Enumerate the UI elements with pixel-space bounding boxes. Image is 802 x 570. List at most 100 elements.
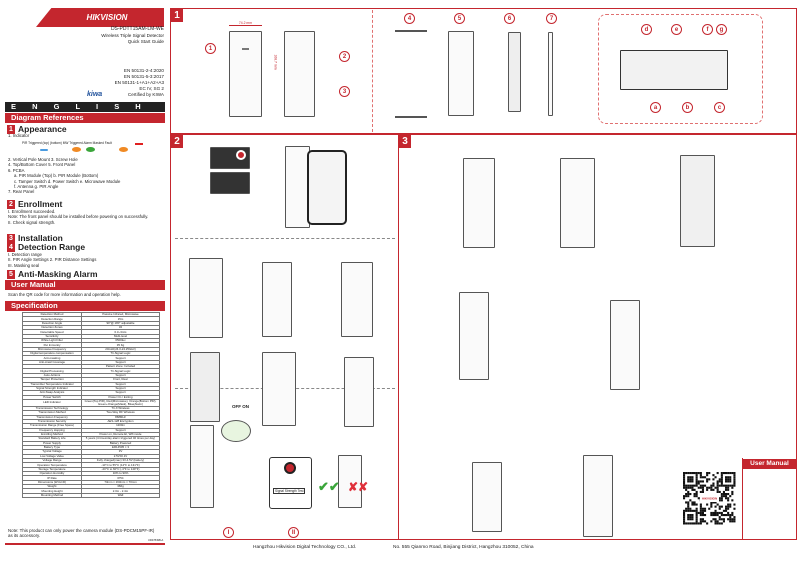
red-led-icon — [135, 143, 143, 145]
dimension-height: 168.7 mm — [273, 54, 278, 70]
note: Note: This product can only power the ca… — [8, 528, 155, 539]
bottom-cover — [395, 116, 427, 118]
pcba-board — [620, 50, 728, 90]
roman-label: I — [223, 527, 234, 538]
callout: b — [682, 102, 693, 113]
callout: c — [714, 102, 725, 113]
qr-panel — [742, 458, 797, 540]
callout: 3 — [339, 86, 350, 97]
doc-type: Quick Start Guide — [127, 39, 164, 44]
install-step — [190, 352, 220, 422]
install-step — [262, 352, 296, 426]
callout: 6 — [504, 13, 515, 24]
footer-address: No. 555 Qianmo Road, Binjiang District, … — [393, 545, 534, 550]
indicator-legend: PIR Triggered (top) (bottom) MW Triggere… — [22, 141, 112, 145]
divider — [5, 543, 165, 545]
install-step — [459, 292, 489, 380]
install-step — [463, 158, 495, 248]
user-manual-text: Scan the QR code for more information an… — [8, 292, 121, 297]
enrollment-text: I. Enrollment succeeded.Note: The front … — [8, 209, 149, 225]
install-step — [472, 462, 502, 532]
product-name: Wireless Triple Signal Detector — [101, 33, 164, 38]
hikvision-logo: HIKVISION — [36, 8, 164, 27]
check-icons: ✔✔ — [318, 479, 340, 494]
specification-bar: Specification — [5, 301, 165, 311]
diagram-references-bar: Diagram References — [5, 113, 165, 123]
install-step — [583, 455, 613, 537]
callout: 4 — [404, 13, 415, 24]
qr-code-icon[interactable]: HIKVISION — [683, 472, 737, 528]
callout: a — [650, 102, 661, 113]
panel-1 — [170, 8, 797, 134]
spec-value: Wall — [81, 492, 160, 499]
install-step — [189, 258, 223, 338]
callout: 5 — [454, 13, 465, 24]
top-cover — [395, 30, 427, 32]
svg-text:HIKVISION: HIKVISION — [702, 497, 717, 501]
orange-led-icon — [72, 147, 81, 152]
standard: EN 50131-1+A1+A2+A3 — [114, 80, 164, 85]
detector-front — [229, 31, 262, 117]
callout: 1 — [205, 43, 216, 54]
roman-label: II — [288, 527, 299, 538]
panel-number: 2 — [171, 135, 183, 148]
detector-rear — [284, 31, 315, 117]
user-manual-bar: User Manual — [5, 280, 165, 290]
device-power — [210, 172, 250, 194]
install-step — [344, 357, 374, 427]
panel-number: 3 — [399, 135, 411, 148]
pcba-detail — [598, 14, 763, 124]
standard: EN 50131-5-3:2017 — [123, 74, 164, 79]
install-step — [560, 158, 595, 248]
off-on-switch: OFF ON — [232, 404, 249, 409]
certified: Certified by KIWA — [127, 92, 164, 97]
green-led-icon — [86, 147, 95, 152]
fault-led-icon — [119, 147, 128, 152]
callout: e — [671, 24, 682, 35]
standard: EC IV, SG 2 — [139, 86, 164, 91]
install-step — [341, 262, 373, 337]
panel-number: 1 — [171, 9, 183, 22]
front-panel — [448, 31, 474, 116]
kiwa-logo: kiwa — [87, 91, 103, 98]
language-bar: E N G L I S H — [5, 102, 165, 112]
footer-company: Hangzhou Hikvision Digital Technology CO… — [253, 545, 357, 550]
detector-rear — [285, 146, 310, 228]
spec-value: Power On / Exiting — [81, 394, 160, 400]
qr-panel-title: User Manual — [742, 459, 797, 469]
callout: g — [716, 24, 727, 35]
callout: 2 — [339, 51, 350, 62]
signal-strength-test: Signal Strength Test — [273, 488, 306, 494]
divider — [372, 10, 373, 132]
spec-label: Mounting Method — [22, 492, 82, 499]
install-step — [680, 155, 715, 247]
divider — [175, 238, 395, 239]
signal-detector — [338, 455, 362, 508]
model: DS-PDTT15AM-LM-WE — [110, 26, 164, 32]
button-icon — [284, 462, 296, 474]
enroll-device — [190, 425, 214, 508]
phone-qr-icon — [307, 150, 347, 225]
indicator-icon — [242, 48, 249, 50]
doc-code: UD07849B-A — [148, 539, 164, 542]
rear-panel — [548, 32, 553, 116]
text-line: 1. Indicator — [8, 133, 30, 138]
blue-led-icon — [40, 149, 48, 151]
install-step — [610, 300, 640, 390]
callout: d — [641, 24, 652, 35]
dimension-width: 74.2 mm — [229, 21, 262, 26]
pcba — [508, 32, 521, 112]
callout: f — [702, 24, 713, 35]
install-step — [262, 262, 292, 337]
